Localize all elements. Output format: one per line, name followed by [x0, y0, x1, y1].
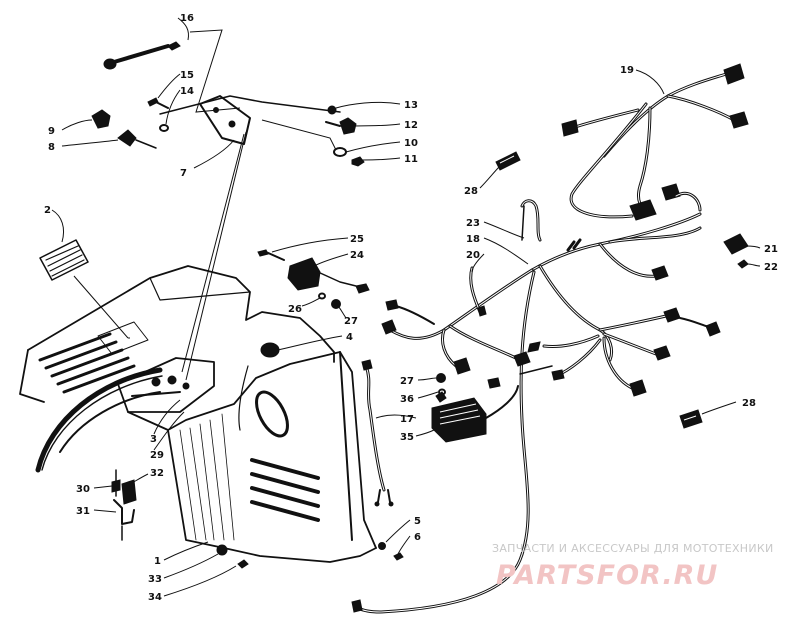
watermark: ЗАПЧАСТИ И АКСЕССУАРЫ ДЛЯ МОТОТЕХНИКИ PA… — [492, 542, 774, 591]
part-19-upper-harness — [561, 63, 749, 221]
part-12-switch — [325, 117, 357, 135]
callout-33: 33 — [148, 574, 162, 585]
callout-22: 22 — [764, 262, 778, 273]
callout-24: 24 — [350, 250, 364, 261]
callout-19: 19 — [620, 65, 634, 76]
part-9-switch — [91, 109, 111, 129]
part-33-washer — [216, 544, 228, 556]
callout-13: 13 — [404, 100, 418, 111]
part-7-bracket — [199, 95, 251, 145]
callout-29: 29 — [150, 450, 164, 461]
callout-34: 34 — [148, 592, 162, 603]
callout-28-lower: 28 — [742, 398, 756, 409]
callout-7: 7 — [180, 168, 187, 179]
part-35-regulator — [431, 377, 519, 443]
callout-15: 15 — [180, 70, 194, 81]
callout-27-upper: 27 — [344, 316, 358, 327]
callout-16: 16 — [180, 13, 194, 24]
part-25-screw — [257, 249, 285, 261]
callout-36: 36 — [400, 394, 414, 405]
part-32-clip — [121, 479, 137, 505]
callout-4: 4 — [346, 332, 353, 343]
callout-5: 5 — [414, 516, 421, 527]
callout-27-lower: 27 — [400, 376, 414, 387]
part-11-nut — [351, 156, 365, 167]
part-18-main-harness — [351, 212, 721, 614]
part-5-washer — [378, 542, 386, 550]
callout-20: 20 — [466, 250, 480, 261]
watermark-brand: PARTSFOR.RU — [496, 560, 718, 591]
part-21-connector — [723, 233, 749, 255]
callout-35: 35 — [400, 432, 414, 443]
part-8-knob — [117, 129, 157, 149]
callout-3: 3 — [150, 434, 157, 445]
part-13-nut — [327, 105, 337, 115]
part-28-connector-top — [495, 151, 521, 171]
callout-17: 17 — [400, 414, 414, 425]
callout-11: 11 — [404, 154, 418, 165]
part-30-pin — [111, 469, 121, 497]
part-14-washer — [159, 124, 169, 132]
callout-18: 18 — [466, 234, 480, 245]
callout-14: 14 — [180, 86, 194, 97]
callout-12: 12 — [404, 120, 418, 131]
part-22-screw — [737, 259, 749, 269]
handlebar-switch-assembly — [91, 29, 365, 381]
callout-8: 8 — [48, 142, 55, 153]
callout-21: 21 — [764, 244, 778, 255]
callout-23: 23 — [466, 218, 480, 229]
part-16-switch-lead — [103, 41, 181, 70]
part-34-screw — [237, 559, 249, 569]
callout-28-upper: 28 — [464, 186, 478, 197]
part-24-relay — [287, 257, 370, 294]
callout-1: 1 — [154, 556, 161, 567]
callout-31: 31 — [76, 506, 90, 517]
part-15-screw — [147, 97, 169, 109]
part-27-nut-regulator — [436, 373, 446, 383]
callout-32: 32 — [150, 468, 164, 479]
part-31-bracket — [113, 499, 135, 541]
callout-9: 9 — [48, 126, 55, 137]
part-20-lead — [469, 266, 487, 317]
part-2-decal — [39, 239, 89, 281]
callout-25: 25 — [350, 234, 364, 245]
leader-lines — [51, 17, 761, 597]
part-23-lead — [520, 199, 542, 242]
callout-26: 26 — [288, 304, 302, 315]
watermark-caption: ЗАПЧАСТИ И АКСЕССУАРЫ ДЛЯ МОТОТЕХНИКИ — [492, 542, 774, 555]
part-28-connector-bottom — [679, 409, 703, 429]
callout-labels: 16 15 14 13 12 10 11 9 8 7 2 25 24 26 27… — [44, 13, 778, 603]
part-17-wire-lead — [361, 359, 394, 507]
callout-30: 30 — [76, 484, 90, 495]
part-36-washer — [438, 388, 446, 396]
part-4-grommet — [260, 342, 280, 358]
callout-6: 6 — [414, 532, 421, 543]
hood-console — [19, 265, 377, 563]
callout-2: 2 — [44, 205, 51, 216]
part-26-washer — [318, 292, 326, 300]
callout-10: 10 — [404, 138, 418, 149]
